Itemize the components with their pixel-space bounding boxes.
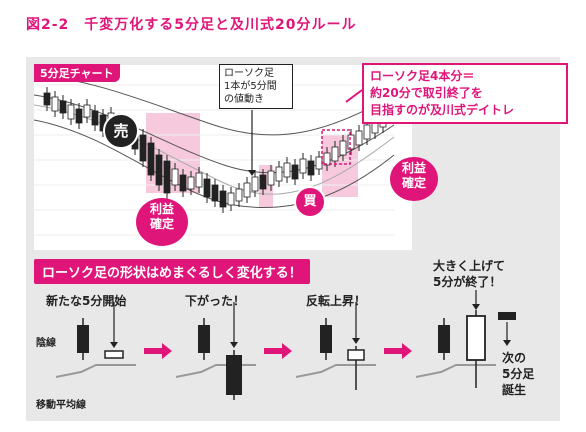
bullish-candle — [195, 172, 203, 188]
ma-line-2 — [175, 364, 256, 378]
profit-left-line-2: 確定 — [149, 217, 174, 231]
bearish-candle — [163, 160, 171, 194]
step4-label-line-2: 5分が終了！ — [433, 275, 502, 289]
candle-callout-line-3: の値動き — [224, 94, 264, 105]
bullish-candle — [227, 192, 235, 206]
step1-bearish-body — [77, 325, 89, 353]
bearish-candle — [219, 190, 227, 208]
bullish-candle — [363, 124, 371, 140]
profit-right-line-2: 確定 — [401, 176, 426, 190]
shape-banner: ローソク足の形状はめまぐるしく変化する！ — [34, 259, 310, 284]
bearish-candle — [203, 178, 211, 198]
step4-arrowhead — [472, 304, 480, 310]
bullish-candle — [347, 134, 355, 150]
step3-bearish-body — [320, 325, 332, 353]
step4-bullish-body — [466, 315, 486, 361]
bullish-candle — [171, 168, 179, 186]
bearish-candle — [179, 174, 187, 192]
bullish-candle — [355, 130, 363, 146]
bearish-candle — [43, 92, 51, 106]
step2-new-body — [226, 355, 242, 395]
rule-callout: ローソク足4本分＝ 約20分で取引終了を 目指すのが及川式デイトレ — [362, 63, 568, 124]
next-label-line-2: 5分足 — [502, 367, 535, 381]
step4-label-line-1: 大きく上げて — [433, 259, 506, 273]
bearish-candle — [147, 142, 155, 176]
bullish-candle — [251, 176, 259, 192]
step3-label: 反転上昇！ — [306, 294, 367, 308]
next-candle — [498, 312, 516, 320]
step4-bearish-body — [438, 325, 450, 353]
step3-arrowhead — [352, 338, 360, 344]
profit-right-line-1: 利益 — [401, 161, 426, 175]
figure-title: 図2-2 千変万化する5分足と及川式20分ルール — [26, 17, 357, 33]
bearish-candle — [291, 164, 299, 180]
rule-callout-line-1: ローソク足4本分＝ — [370, 69, 475, 83]
sell-badge: 売 — [103, 113, 139, 149]
bullish-candle — [315, 156, 323, 170]
bearish-candle — [139, 134, 147, 162]
rule-callout-line-3: 目指すのが及川式デイトレ — [370, 103, 515, 117]
bearish-candle — [211, 184, 219, 202]
bullish-candle — [187, 176, 195, 190]
bullish-candle — [275, 166, 283, 182]
bearish-candle — [155, 154, 163, 186]
profit-left-line-1: 利益 — [149, 202, 174, 216]
bearish-candle — [259, 174, 267, 190]
buy-badge: 買 — [294, 186, 326, 218]
bullish-candle — [67, 104, 75, 120]
step2-label: 下がった！ — [185, 294, 246, 308]
candle-callout-line-2: 1本が5分間 — [224, 81, 277, 92]
ma-line-4 — [415, 364, 496, 378]
ma-line-1 — [55, 364, 136, 378]
flow-arrow-2 — [264, 343, 292, 359]
step2-arrowhead — [230, 342, 238, 348]
bearish-label: 陰線 — [36, 338, 56, 349]
bullish-candle — [83, 104, 91, 118]
bullish-candle — [267, 170, 275, 186]
bullish-candle — [299, 158, 307, 174]
next-candle-arrowhead — [503, 340, 511, 346]
ma-line-3 — [295, 364, 376, 378]
step1-label: 新たな5分開始 — [46, 294, 127, 308]
rule-callout-line-2: 約20分で取引終了を — [370, 86, 483, 100]
bullish-candle — [283, 162, 291, 178]
step2-bearish-body — [198, 325, 210, 353]
bearish-candle — [91, 110, 99, 126]
profit-bubble-left: 利益 確定 — [136, 198, 188, 246]
next-candle-label: 次の 5分足 誕生 — [502, 350, 534, 398]
bullish-candle — [51, 96, 59, 112]
bullish-candle — [235, 188, 243, 202]
bearish-candle — [307, 160, 315, 176]
next-label-line-3: 誕生 — [502, 383, 527, 397]
bullish-candle — [243, 182, 251, 198]
step3-new-body — [347, 349, 365, 361]
band-upper-line — [34, 74, 395, 136]
candle-callout-line-1: ローソク足 — [224, 68, 274, 79]
profit-bubble-right: 利益 確定 — [390, 157, 438, 201]
flow-arrow-3 — [384, 343, 412, 359]
bullish-candle — [331, 146, 339, 162]
flow-arrow-1 — [144, 343, 172, 359]
ma-label: 移動平均線 — [36, 400, 86, 411]
chart-label: 5分足チャート — [34, 64, 120, 82]
candle-callout: ローソク足 1本が5分間 の値動き — [219, 64, 293, 109]
step4-label: 大きく上げて 5分が終了！ — [433, 258, 505, 290]
candle-formation-diagram — [55, 290, 516, 400]
bullish-candle — [323, 152, 331, 166]
step1-arrowhead — [110, 342, 118, 348]
bearish-candle — [75, 108, 83, 124]
bearish-candle — [59, 100, 67, 114]
bullish-candle — [339, 140, 347, 156]
step1-new-candle — [104, 350, 124, 359]
next-label-line-1: 次の — [502, 351, 527, 365]
